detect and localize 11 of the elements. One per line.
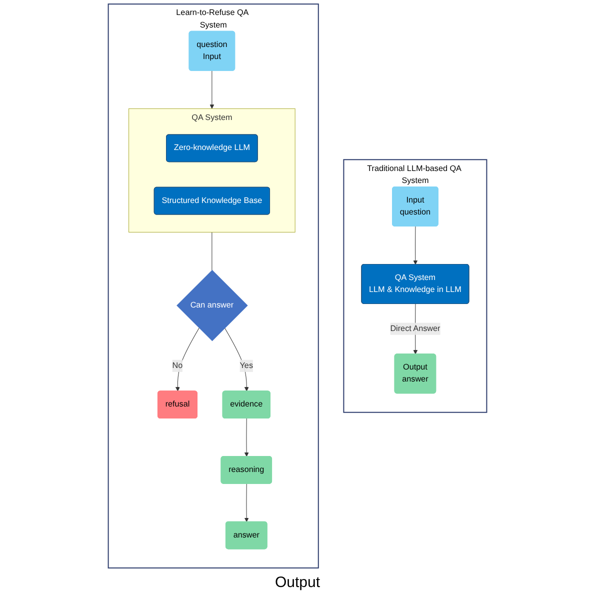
edge-label: No: [172, 361, 183, 370]
edge-label: Direct Answer: [390, 324, 440, 333]
arrow: [210, 70, 214, 109]
arrow: [175, 328, 200, 392]
arrow: [244, 418, 249, 457]
arrow: [413, 226, 418, 265]
arrow: [244, 484, 249, 522]
output-label: Output: [274, 574, 320, 591]
node-diamond: Can answer: [176, 270, 248, 342]
edge-label: Yes: [240, 361, 253, 370]
arrow: [224, 328, 249, 392]
